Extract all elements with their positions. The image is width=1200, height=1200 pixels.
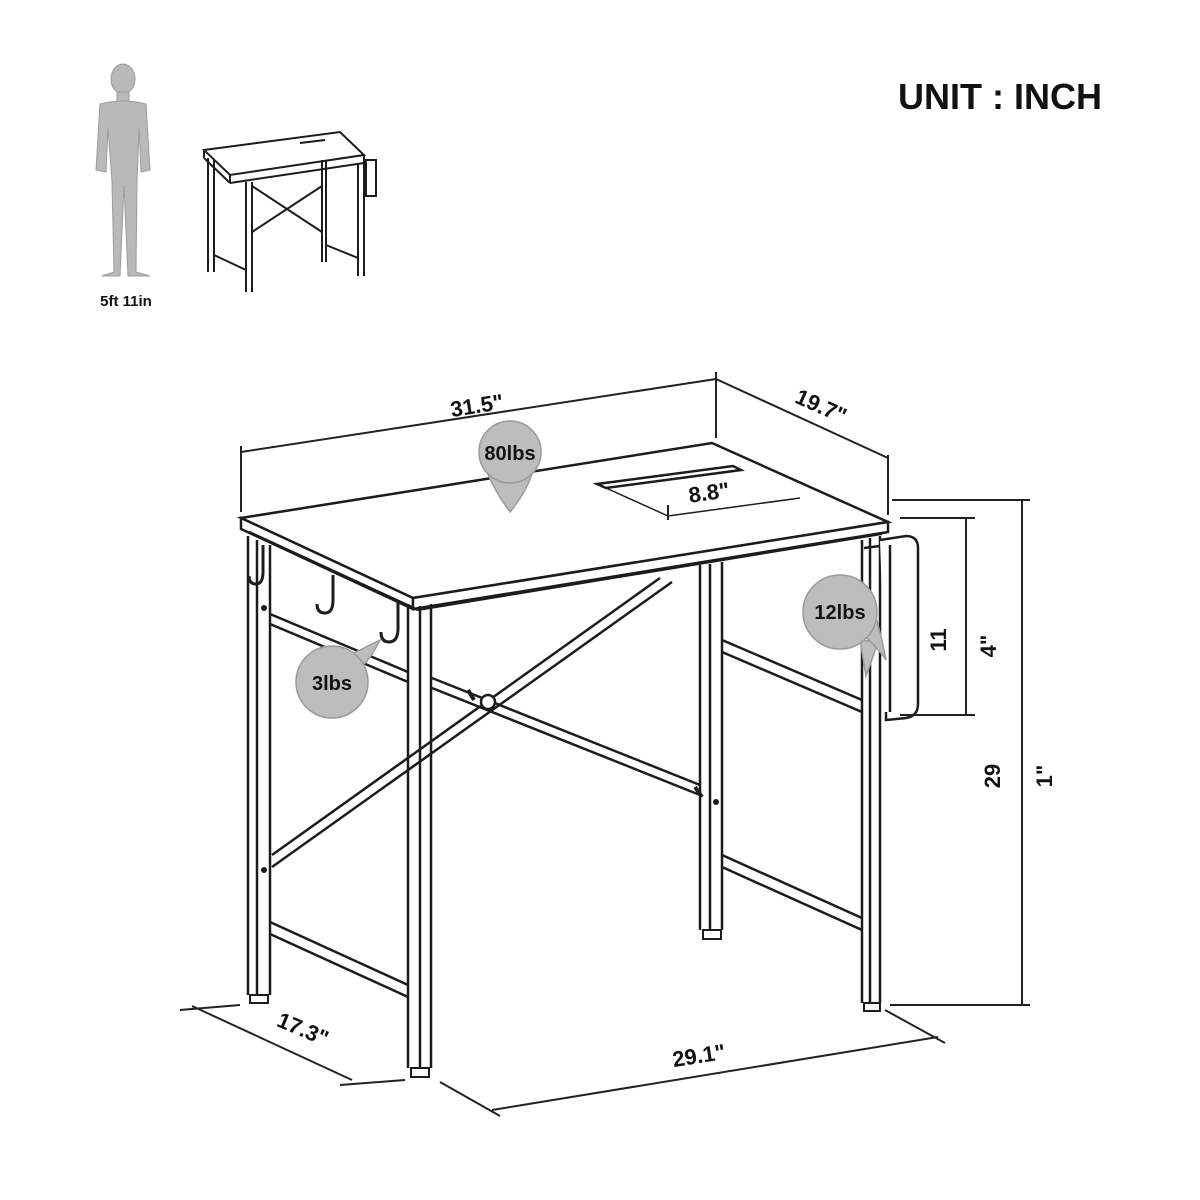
person-height-label: 5ft 11in (100, 293, 152, 310)
side-storage-bag (863, 534, 920, 722)
desk-thumbnail (201, 130, 377, 292)
person-silhouette-icon (95, 63, 151, 277)
desk-drawing (236, 441, 920, 1078)
load-hooks-label: 3lbs (312, 673, 352, 695)
dim-total-height-label-b: 1" (1032, 765, 1057, 788)
dim-leg-width-label: 29.1" (671, 1039, 728, 1072)
x-brace (271, 576, 704, 869)
dim-bag-height-label-b: 4" (976, 635, 1001, 658)
cable-grommet (592, 464, 746, 490)
dim-bag-height-label-a: 11 (926, 628, 951, 651)
load-bubble-top: 80lbs (478, 420, 542, 514)
foot-levelers (249, 929, 881, 1078)
side-hooks (247, 545, 400, 644)
dim-top-width-label: 31.5" (449, 389, 506, 422)
desk-legs (246, 536, 882, 1068)
dim-total-height-label-a: 29 (980, 764, 1005, 788)
dim-grommet-label: 8.8" (687, 477, 731, 507)
dimension-lines (179, 372, 1030, 1117)
load-bubble-bag: 12lbs (802, 574, 887, 679)
dim-leg-depth-label: 17.3" (274, 1007, 333, 1051)
load-top-label: 80lbs (484, 443, 535, 465)
load-bag-label: 12lbs (814, 602, 865, 624)
dim-top-depth-label: 19.7" (792, 384, 851, 428)
unit-label: UNIT : INCH (898, 76, 1102, 117)
bolts (261, 605, 719, 873)
load-bubble-hooks: 3lbs (295, 638, 382, 719)
